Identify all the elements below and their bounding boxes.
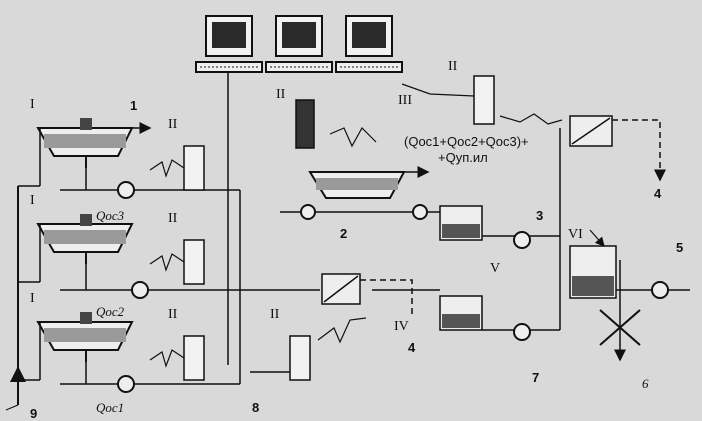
label-IV: IV — [394, 319, 409, 334]
controller-II-3 — [149, 335, 205, 381]
label-1: 1 — [130, 98, 137, 113]
pump-V2-icon — [513, 323, 531, 341]
label-II-5: II — [276, 87, 286, 102]
label-VI: VI — [568, 227, 583, 242]
label-II-3: II — [168, 307, 178, 322]
pump-1-icon — [117, 181, 135, 199]
label-V: V — [490, 261, 500, 276]
secondary-settler-1 — [36, 118, 152, 168]
sludge-thickener — [280, 166, 440, 220]
controller-II-4 — [289, 317, 367, 381]
label-4-center: 4 — [408, 340, 416, 355]
label-2: 2 — [340, 226, 347, 241]
computer-workstation-3 — [335, 15, 403, 73]
label-II-4: II — [270, 307, 280, 322]
pump-thickener-2-icon — [412, 204, 428, 220]
controller-II-2 — [149, 239, 205, 285]
label-4-right: 4 — [654, 186, 662, 201]
sludge-line-3 — [60, 362, 240, 393]
controller-II-tower — [295, 99, 377, 149]
tank-V-lower — [439, 295, 483, 331]
secondary-settler-2 — [36, 214, 134, 264]
computer-workstation-2 — [265, 15, 333, 73]
label-3: 3 — [536, 208, 543, 223]
controller-II-top — [401, 75, 563, 125]
analyzer-box-center — [321, 273, 413, 318]
pump-thickener-icon — [300, 204, 316, 220]
label-I-1: I — [30, 97, 35, 112]
label-III: III — [398, 93, 412, 108]
label-qoc2: Qос2 — [96, 304, 125, 319]
label-8: 8 — [252, 400, 259, 415]
label-flow-formula-1: (Qос1+Qос2+Qос3)+ — [404, 134, 529, 149]
label-qoc3: Qос3 — [96, 208, 125, 223]
label-II-1: II — [168, 117, 178, 132]
pump-3-icon — [117, 375, 135, 393]
secondary-settler-3 — [36, 312, 134, 362]
controller-II-1 — [149, 145, 205, 191]
computer-workstation-1 — [195, 15, 263, 73]
label-7: 7 — [532, 370, 539, 385]
label-I-3: I — [30, 291, 35, 306]
pump-V1-icon — [513, 231, 531, 249]
label-II-2: II — [168, 211, 178, 226]
label-6: 6 — [642, 376, 649, 391]
label-flow-formula-2: +Qуп.ил — [438, 150, 488, 165]
sludge-line-1 — [60, 168, 240, 199]
label-qoc1: Qос1 — [96, 400, 124, 415]
tank-V-upper — [439, 205, 483, 241]
label-5: 5 — [676, 240, 683, 255]
analyzer-box-right — [569, 115, 666, 182]
label-II-6: II — [448, 59, 458, 74]
pump-2-icon — [131, 281, 149, 299]
label-9: 9 — [30, 406, 37, 421]
label-I-2: I — [30, 193, 35, 208]
pump-VI-icon — [651, 281, 669, 299]
tank-VI — [569, 229, 617, 299]
sludge-line-2 — [60, 264, 320, 299]
